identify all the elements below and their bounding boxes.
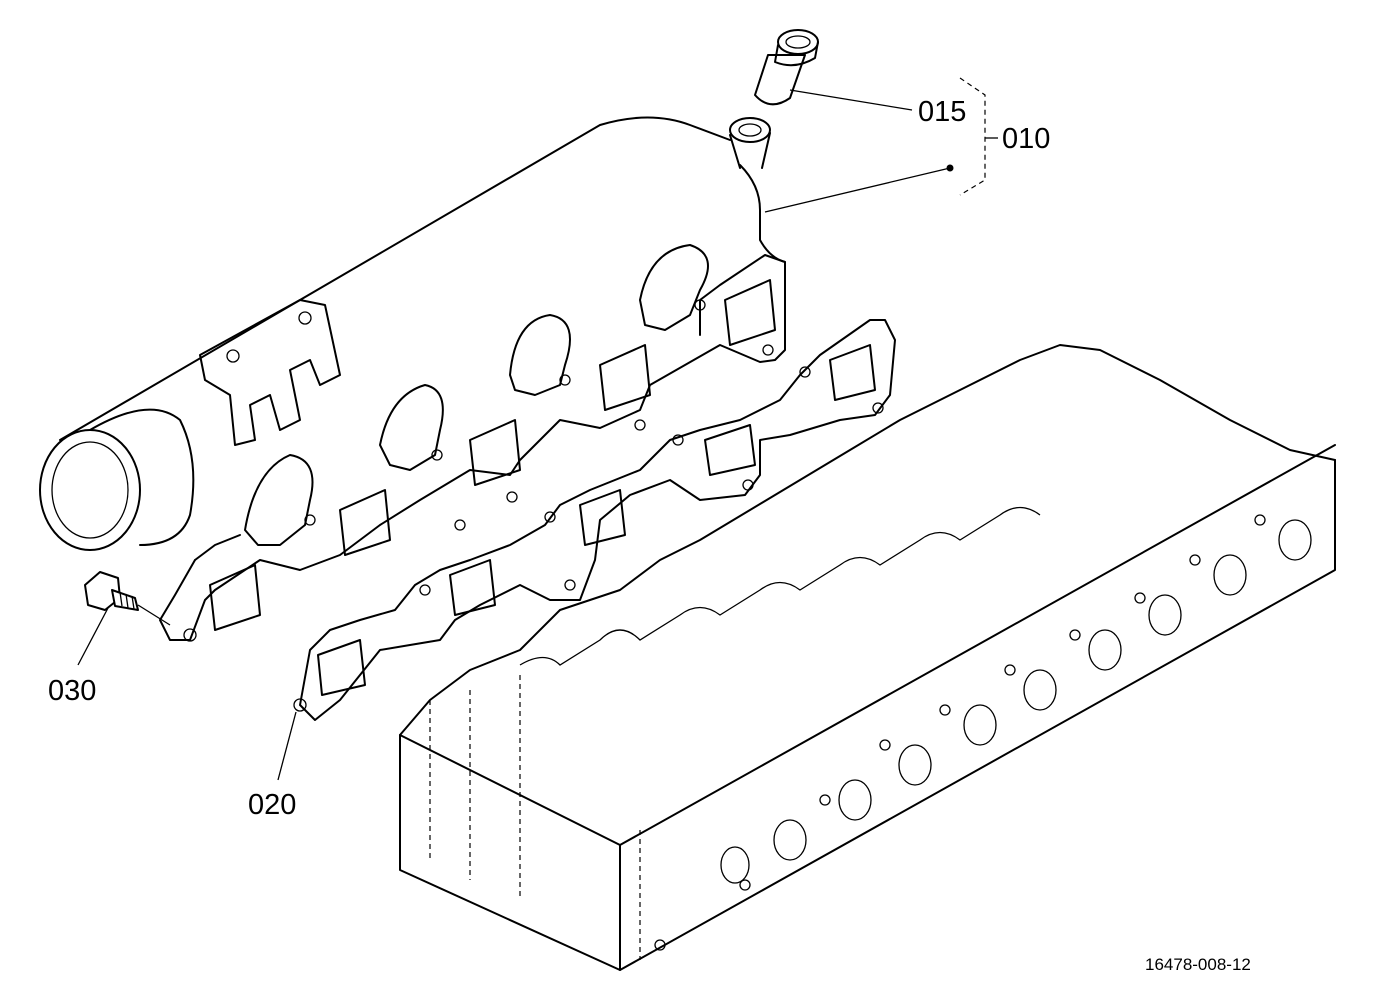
manifold-gasket	[293, 319, 896, 721]
leader-lines	[77, 77, 998, 781]
outlet-flange	[39, 429, 141, 551]
label-015: 015	[918, 96, 966, 128]
exhaust-manifold	[39, 116, 786, 642]
head-ports	[654, 514, 1312, 951]
leader-030	[77, 607, 109, 666]
leader-015	[789, 89, 913, 111]
label-010: 010	[1002, 123, 1050, 155]
label-020: 020	[248, 789, 296, 821]
leader-010	[764, 167, 951, 213]
flange-bolt	[84, 571, 171, 626]
label-030: 030	[48, 675, 96, 707]
cylinder-head	[399, 344, 1336, 971]
leader-020	[277, 711, 297, 781]
drawing-reference-number: 16478-008-12	[1145, 955, 1251, 974]
reference-dot	[946, 164, 954, 172]
pipe-nipple	[754, 29, 819, 106]
